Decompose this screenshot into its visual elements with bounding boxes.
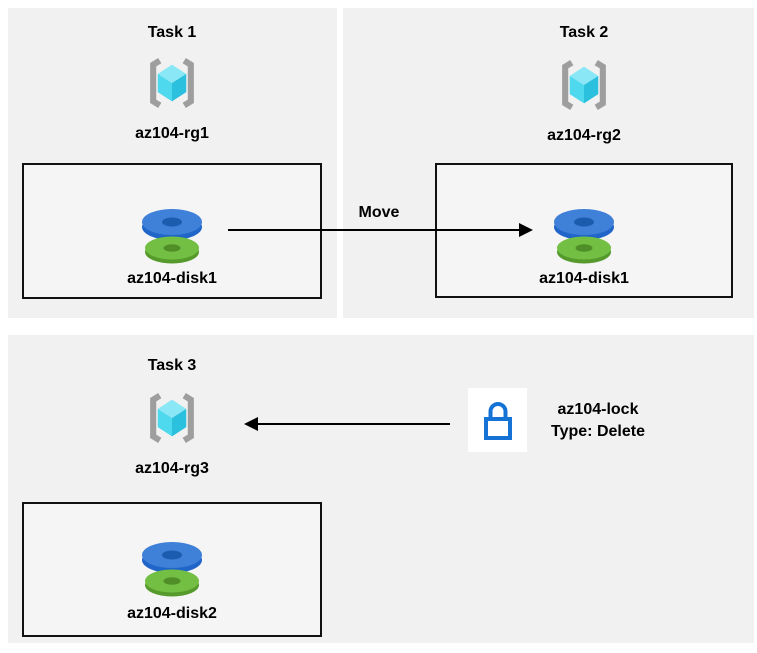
task1-title: Task 1: [147, 24, 197, 41]
disk-icon: [554, 209, 614, 264]
task3-panel: Task 3 az104-rg3 az104-disk2: [8, 335, 754, 643]
task2-resource-box: az104-disk1: [435, 163, 733, 298]
task2-resource-group-label: az104-rg2: [547, 127, 621, 144]
resource-group-icon: [150, 58, 194, 108]
task3-disk-label: az104-disk2: [127, 605, 217, 622]
resource-group-icon: [562, 60, 606, 110]
lock-type-label: Type: Delete: [551, 423, 645, 440]
task1-column: Task 1 az104-rg1 az104-disk1: [22, 8, 322, 318]
task2-disk-label: az104-disk1: [539, 270, 629, 287]
task2-panel: Task 2 az104-rg2 az104-disk1: [343, 8, 754, 318]
move-arrow-line: [228, 229, 520, 231]
right-arrow-icon: [519, 223, 533, 237]
left-arrow-icon: [244, 417, 258, 431]
task1-resource-box: az104-disk1: [22, 163, 322, 299]
lock-arrow-line: [256, 423, 450, 425]
task2-column: Task 2 az104-rg2 az104-disk1: [435, 8, 733, 318]
task3-resource-box: az104-disk2: [22, 502, 322, 637]
task3-resource-group-label: az104-rg3: [135, 460, 209, 477]
lock-caption: az104-lock Type: Delete: [528, 399, 668, 443]
task3-title: Task 3: [147, 357, 197, 374]
move-arrow-label: Move: [358, 204, 400, 221]
lock-icon: [483, 402, 512, 440]
resource-group-icon: [150, 393, 194, 443]
task1-disk-label: az104-disk1: [127, 270, 217, 287]
disk-icon: [142, 209, 202, 264]
task2-title: Task 2: [559, 24, 609, 41]
task1-panel: Task 1 az104-rg1 az104-disk1: [8, 8, 337, 318]
lock-tile: [468, 388, 527, 452]
lock-name-label: az104-lock: [557, 401, 639, 418]
disk-icon: [142, 542, 202, 597]
task1-resource-group-label: az104-rg1: [135, 125, 209, 142]
task3-column: Task 3 az104-rg3 az104-disk2: [22, 335, 322, 643]
